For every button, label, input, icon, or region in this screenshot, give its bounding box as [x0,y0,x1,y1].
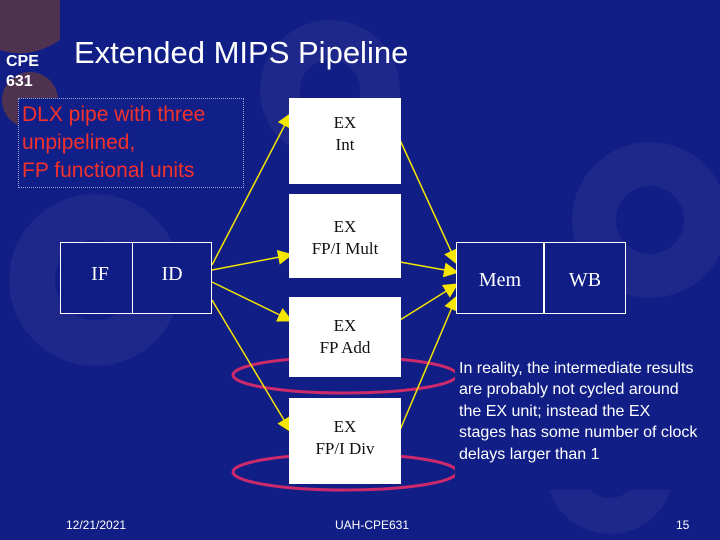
unit-ex-mult: EX FP/I Mult [289,194,401,278]
unit-ex-int-line2: Int [289,134,401,156]
stage-id-label: ID [133,263,211,286]
stage-if-label: IF [61,263,139,286]
unit-ex-add: EX FP Add [289,297,401,377]
footer-date: 12/21/2021 [66,518,126,532]
arrow-mult-to-mem [400,262,456,272]
unit-ex-mult-line1: EX [289,216,401,238]
stage-mem-label: Mem [457,269,543,292]
unit-ex-int-line1: EX [289,112,401,134]
arrow-id-to-mult [212,255,290,270]
stage-mem: Mem [456,242,544,314]
stage-id: ID [132,242,212,314]
unit-ex-div-line2: FP/I Div [289,438,401,460]
arrow-div-to-mem [400,298,456,430]
unit-ex-add-line1: EX [289,315,401,337]
unit-ex-int: EX Int [289,98,401,184]
arrow-int-to-mem [400,140,456,262]
unit-ex-mult-line2: FP/I Mult [289,238,401,260]
arrow-id-to-div [212,300,290,430]
arrow-add-to-mem [400,285,456,320]
arrow-id-to-int [212,115,290,265]
unit-ex-add-line2: FP Add [289,337,401,359]
arrow-id-to-add [212,282,290,320]
stage-wb-label: WB [545,269,625,292]
unit-ex-div: EX FP/I Div [289,398,401,484]
note-box-right: In reality, the intermediate results are… [455,356,703,490]
unit-ex-div-line1: EX [289,416,401,438]
stage-if: IF [60,242,140,314]
footer-page-number: 15 [676,518,689,532]
footer-center: UAH-CPE631 [335,518,409,532]
stage-wb: WB [544,242,626,314]
